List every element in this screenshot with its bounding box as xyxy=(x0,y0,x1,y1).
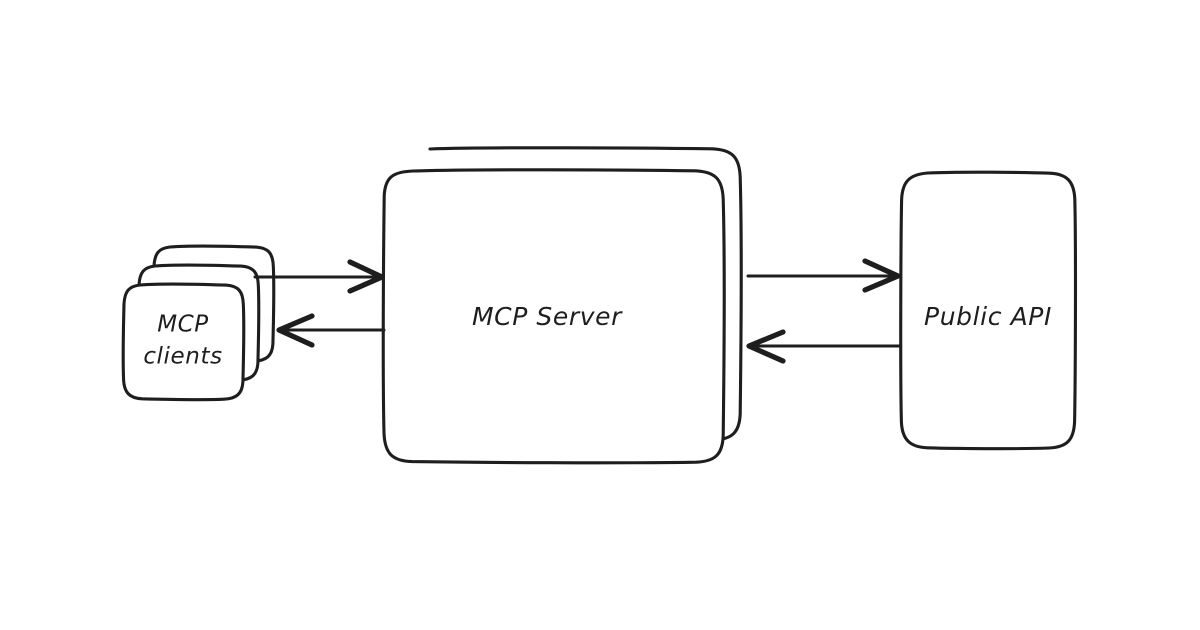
mcp-server-card-front xyxy=(381,168,726,465)
public-api-label: Public API xyxy=(924,302,1052,331)
mcp-clients-label-line1: MCP xyxy=(157,312,209,338)
arrow-server-to-clients[interactable] xyxy=(276,313,386,348)
node-public-api[interactable]: Public API xyxy=(899,170,1078,451)
node-mcp-server[interactable]: MCP Server xyxy=(381,146,743,465)
mcp-clients-card-front xyxy=(121,282,246,402)
arrow-api-to-server[interactable] xyxy=(746,329,901,364)
arrow-server-to-api[interactable] xyxy=(746,258,901,293)
node-mcp-clients[interactable]: MCP clients xyxy=(121,244,276,402)
mcp-clients-label-line2: clients xyxy=(143,344,222,370)
mcp-server-label: MCP Server xyxy=(472,302,623,331)
arrow-clients-to-server[interactable] xyxy=(253,259,385,294)
